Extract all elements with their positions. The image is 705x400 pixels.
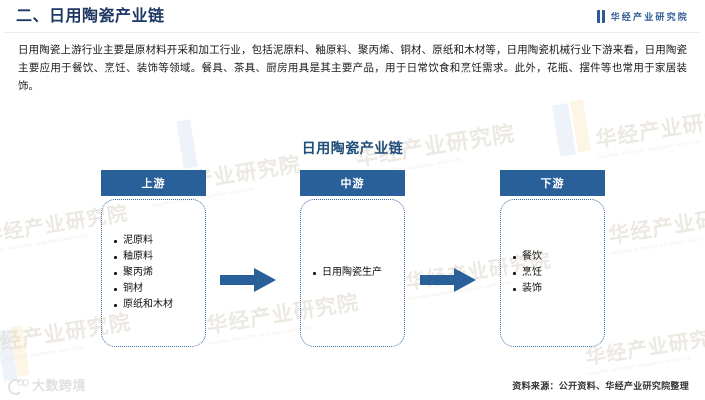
stage-header-downstream: 下游 [500, 170, 605, 196]
stage-upstream: 上游 泥原料 釉原料 聚丙烯 铜材 原纸和木材 [101, 170, 206, 347]
list-item: 原纸和木材 [112, 297, 201, 313]
list-item: 日用陶瓷生产 [311, 265, 400, 281]
source-note: 资料来源：公开资料、华经产业研究院整理 [512, 382, 689, 392]
stage-item-list: 日用陶瓷生产 [311, 265, 400, 281]
site-watermark: 大数跨境 [8, 375, 87, 395]
list-item: 釉原料 [112, 249, 201, 265]
stage-item-list: 餐饮 烹饪 装饰 [511, 249, 600, 297]
list-item: 铜材 [112, 281, 201, 297]
brand-logo: 华经产业研究院 [596, 9, 689, 23]
stage-item-list: 泥原料 釉原料 聚丙烯 铜材 原纸和木材 [112, 233, 201, 313]
stage-body-midstream: 日用陶瓷生产 [300, 199, 405, 347]
list-item: 聚丙烯 [112, 265, 201, 281]
header-divider [4, 32, 701, 33]
intro-paragraph: 日用陶瓷上游行业主要是原材料开采和加工行业，包括泥原料、釉原料、聚丙烯、铜材、原… [18, 44, 687, 92]
stage-header-upstream: 上游 [101, 170, 206, 196]
stage-body-downstream: 餐饮 烹饪 装饰 [500, 199, 605, 347]
stage-body-upstream: 泥原料 釉原料 聚丙烯 铜材 原纸和木材 [101, 199, 206, 347]
brand-name: 华经产业研究院 [610, 12, 689, 23]
industry-chain-diagram: 日用陶瓷产业链 上游 泥原料 釉原料 聚丙烯 铜材 原纸和木材 中游 [0, 112, 705, 400]
stage-header-midstream: 中游 [300, 170, 405, 196]
site-watermark-text: 大数跨境 [32, 379, 87, 394]
stage-downstream: 下游 餐饮 烹饪 装饰 [500, 170, 605, 347]
chart-title: 日用陶瓷产业链 [301, 141, 404, 157]
right-arrow-icon [420, 267, 476, 293]
list-item: 装饰 [511, 281, 600, 297]
list-item: 餐饮 [511, 249, 600, 265]
site-logo-icon [8, 378, 29, 395]
book-mark-icon [596, 9, 606, 23]
page-header: 二、日用陶瓷产业链 华经产业研究院 [0, 0, 705, 32]
list-item: 泥原料 [112, 233, 201, 249]
stage-midstream: 中游 日用陶瓷生产 [300, 170, 405, 347]
page-title: 二、日用陶瓷产业链 [16, 6, 165, 25]
list-item: 烹饪 [511, 265, 600, 281]
right-arrow-icon [220, 267, 276, 293]
